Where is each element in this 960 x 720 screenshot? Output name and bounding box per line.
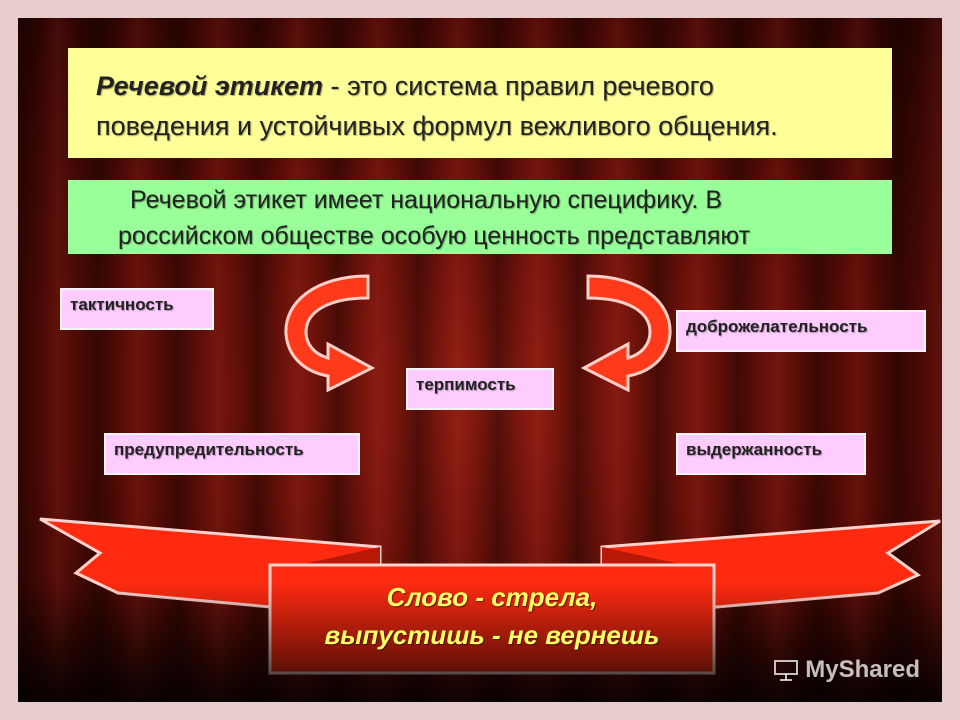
motto-line-1: Слово - стрела, xyxy=(386,582,598,612)
national-line-1: Речевой этикет имеет национальную специф… xyxy=(130,186,722,214)
presentation-board-icon xyxy=(774,660,799,681)
definition-term: Речевой этикет xyxy=(96,71,323,101)
value-tag-tolerance: терпимость xyxy=(406,368,554,410)
value-tag-goodwill: доброжелательность xyxy=(676,310,926,352)
ribbon-banner xyxy=(39,517,941,675)
definition-line-2: поведения и устойчивых формул вежливого … xyxy=(96,111,778,141)
motto-line-2: выпустишь - не вернешь xyxy=(324,620,660,650)
watermark-text: MyShared xyxy=(805,656,920,683)
curved-arrow-right-icon xyxy=(580,274,672,392)
proverb-motto: Слово - стрела, выпустишь - не вернешь xyxy=(270,562,714,672)
value-tag-restraint: выдержанность xyxy=(676,433,866,475)
value-tag-tact: тактичность xyxy=(60,288,214,330)
value-tag-courtesy: предупредительность xyxy=(104,433,360,475)
national-line-2: российском обществе особую ценность пред… xyxy=(118,222,751,250)
curved-arrow-left-icon xyxy=(284,274,376,392)
watermark: MyShared xyxy=(773,656,920,684)
definition-box: Речевой этикет - это система правил рече… xyxy=(68,48,892,158)
slide: Речевой этикет - это система правил рече… xyxy=(18,18,942,702)
national-specifics-box: Речевой этикет имеет национальную специф… xyxy=(68,180,892,254)
definition-line-1: Речевой этикет - это система правил рече… xyxy=(96,66,872,106)
definition-line-1-rest: - это система правил речевого xyxy=(322,71,714,101)
